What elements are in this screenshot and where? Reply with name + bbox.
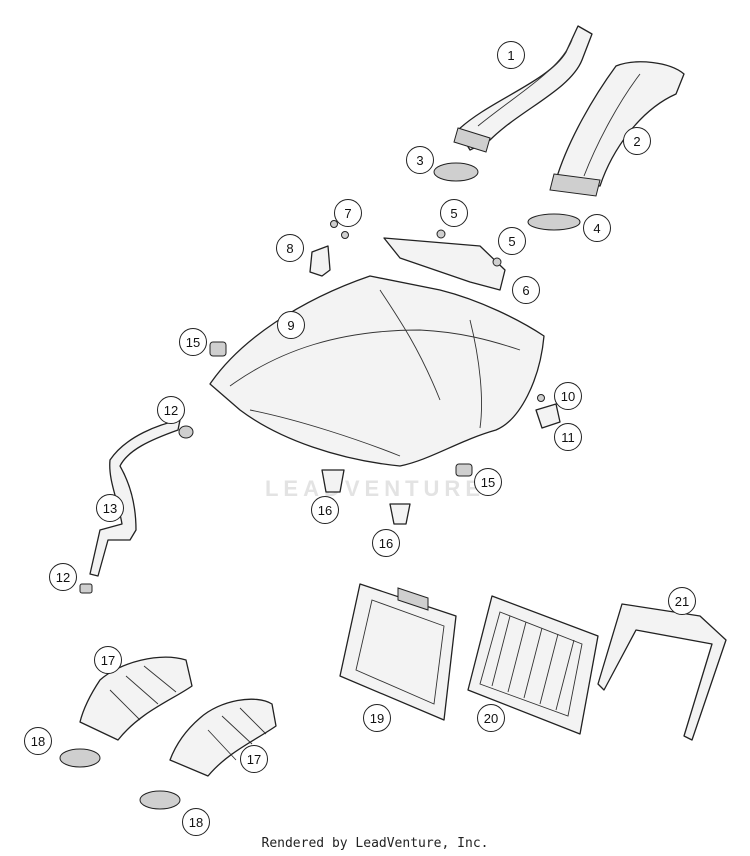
callout-10[interactable]: 10 [554,382,582,410]
callout-17[interactable]: 17 [94,646,122,674]
callout-21[interactable]: 21 [668,587,696,615]
callout-label: 7 [344,205,352,221]
part-8-sensor[interactable] [309,245,331,277]
part-1-snorkel[interactable] [453,25,593,153]
part-18-clamp[interactable] [59,748,101,768]
part-2-snorkel[interactable] [549,61,685,197]
callout-label: 1 [507,47,515,63]
callout-20[interactable]: 20 [477,704,505,732]
callout-9[interactable]: 9 [277,311,305,339]
callout-11[interactable]: 11 [554,423,582,451]
callout-12b[interactable]: 12 [49,563,77,591]
callout-label: 17 [100,652,116,668]
callout-label: 19 [369,710,385,726]
callout-2[interactable]: 2 [623,127,651,155]
callout-5b[interactable]: 5 [498,227,526,255]
callout-label: 12 [163,402,179,418]
callout-label: 13 [102,500,118,516]
callout-16b[interactable]: 16 [372,529,400,557]
callout-4[interactable]: 4 [583,214,611,242]
callout-13[interactable]: 13 [96,494,124,522]
callout-12[interactable]: 12 [157,396,185,424]
part-13-hose[interactable] [89,419,181,577]
part-11-cover[interactable] [535,403,561,429]
callout-18[interactable]: 18 [24,727,52,755]
callout-19[interactable]: 19 [363,704,391,732]
part-16-plug-b[interactable] [389,503,411,525]
callout-label: 10 [560,388,576,404]
callout-7[interactable]: 7 [334,199,362,227]
callout-label: 6 [522,282,530,298]
part-7-screw-b[interactable] [341,231,349,239]
callout-15[interactable]: 15 [179,328,207,356]
callout-label: 2 [633,133,641,149]
callout-label: 16 [378,535,394,551]
callout-1[interactable]: 1 [497,41,525,69]
callout-15b[interactable]: 15 [474,468,502,496]
part-17-boot-b[interactable] [169,698,277,777]
part-15-spacer[interactable] [209,341,227,357]
callout-label: 12 [55,569,71,585]
callout-label: 4 [593,220,601,236]
callout-label: 3 [416,152,424,168]
part-5-screw-b[interactable] [492,257,502,267]
callout-label: 17 [246,751,262,767]
part-16-plug[interactable] [321,469,345,493]
callout-16[interactable]: 16 [311,496,339,524]
part-4-seal[interactable] [527,213,581,231]
part-19-filter-cage[interactable] [339,583,457,721]
part-6-lid[interactable] [383,237,506,291]
callout-17b[interactable]: 17 [240,745,268,773]
part-12-clamp[interactable] [178,425,194,439]
callout-label: 5 [450,205,458,221]
part-9-airbox[interactable] [209,275,545,467]
part-7-screw[interactable] [330,220,338,228]
callout-3[interactable]: 3 [406,146,434,174]
callout-8[interactable]: 8 [276,234,304,262]
callout-label: 5 [508,233,516,249]
part-3-seal[interactable] [433,162,479,182]
callout-label: 16 [317,502,333,518]
callout-label: 18 [30,733,46,749]
part-20-air-filter[interactable] [467,595,599,735]
callout-label: 15 [480,474,496,490]
callout-label: 15 [185,334,201,350]
callout-label: 18 [188,814,204,830]
part-17-boot[interactable] [79,656,193,741]
footer-credit: Rendered by LeadVenture, Inc. [261,836,489,851]
callout-18b[interactable]: 18 [182,808,210,836]
watermark: LEADVENTURE [264,476,485,501]
callout-6[interactable]: 6 [512,276,540,304]
callout-label: 9 [287,317,295,333]
callout-label: 21 [674,593,690,609]
callout-5[interactable]: 5 [440,199,468,227]
part-15-spacer-b[interactable] [455,463,473,477]
part-10-screw[interactable] [537,394,545,402]
part-18-clamp-b[interactable] [139,790,181,810]
part-21-bracket[interactable] [597,603,727,741]
callout-label: 20 [483,710,499,726]
part-5-screw[interactable] [436,229,446,239]
callout-label: 8 [286,240,294,256]
part-12-clamp-b[interactable] [79,583,93,594]
callout-label: 11 [561,429,575,445]
